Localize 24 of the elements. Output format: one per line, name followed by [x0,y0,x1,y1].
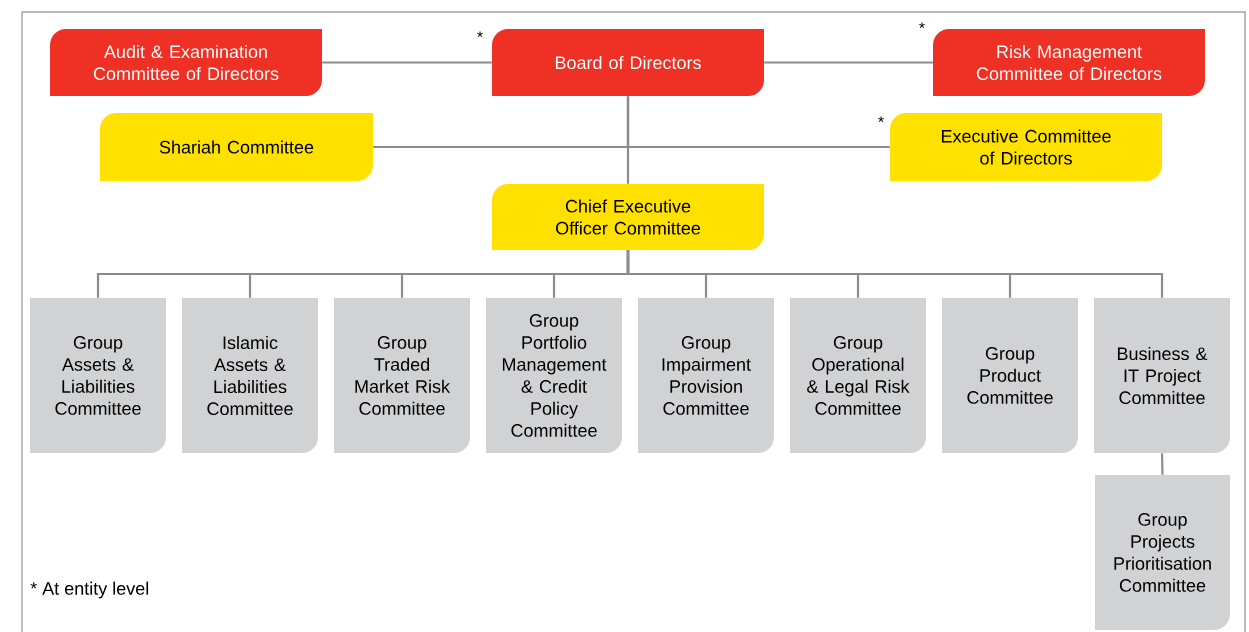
asterisk-mark: * [878,116,884,123]
committee-box: Risk Management Committee of Directors [933,29,1205,96]
committee-box: Group Traded Market Risk Committee [334,298,470,453]
committee-box: Audit & Examination Committee of Directors [50,29,322,96]
committee-box: Group Operational & Legal Risk Committee [790,298,926,453]
asterisk-mark: * [477,31,483,38]
committee-box: Group Impairment Provision Committee [638,298,774,453]
committee-box: Board of Directors [492,29,764,96]
committee-box: Executive Committee of Directors [890,113,1162,181]
connector-line [322,61,492,64]
committee-box: Group Portfolio Management & Credit Policy Committee [486,298,622,453]
committee-box: Business & IT Project Committee [1094,298,1230,453]
asterisk-mark: * [919,22,925,29]
connector-line [626,96,630,184]
connector-line [764,61,933,64]
connector-line [1160,453,1164,475]
footnote: * At entity level [30,581,149,599]
connector-line [626,250,1164,298]
committee-box: Chief Executive Officer Committee [492,184,764,250]
committee-box: Group Product Committee [942,298,1078,453]
committee-box: Shariah Committee [100,113,373,181]
committee-box: Islamic Assets & Liabilities Committee [182,298,318,453]
committee-box: Group Projects Prioritisation Committee [1095,475,1230,630]
committee-box: Group Assets & Liabilities Committee [30,298,166,453]
